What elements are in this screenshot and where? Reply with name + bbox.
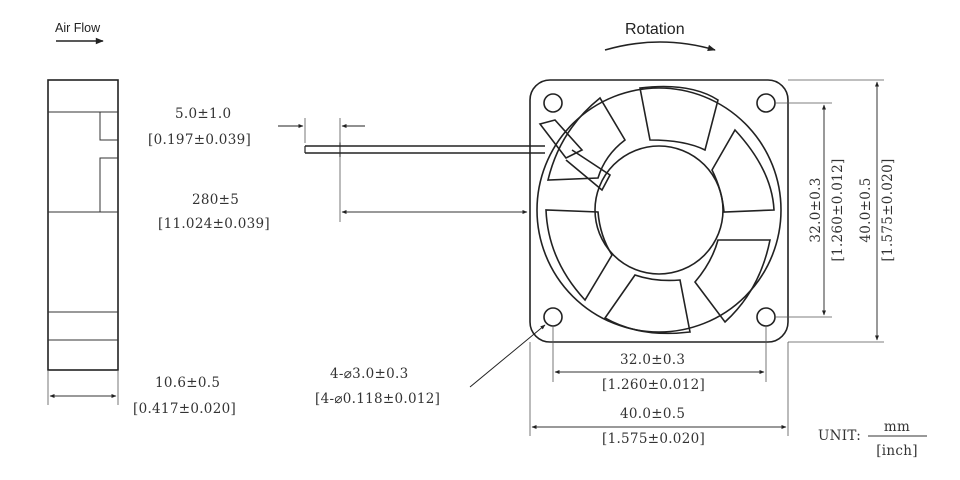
lead-length-inch: [11.024±0.039] [158,216,270,232]
hole-leader [469,324,546,388]
mounting-hole-top-left [543,93,563,113]
lead-strip-mm: 5.0±1.0 [175,106,231,122]
front-right-dimensions [775,79,884,343]
unit-denominator: [inch] [876,443,918,459]
unit-numerator: mm [884,419,910,435]
thickness-mm: 10.6±0.5 [155,375,220,391]
hole-pitch-mm: 32.0±0.3 [620,352,685,368]
mounting-hole-top-right [756,93,776,113]
frame-size-inch: [1.575±0.020] [602,431,705,447]
v-hole-pitch-inch: [1.260±0.012] [830,158,846,261]
rotation-label: Rotation [625,21,685,38]
unit-legend: UNIT: mm [inch] [818,419,927,459]
fan-front-view [529,79,789,343]
air-flow-label: Air Flow [55,21,101,35]
thickness-inch: [0.417±0.020] [133,401,236,417]
lead-length-mm: 280±5 [192,192,239,208]
frame-size-mm: 40.0±0.5 [620,406,685,422]
lead-wires [278,118,545,222]
unit-label: UNIT: [818,428,861,444]
v-frame-size-inch: [1.575±0.020] [880,158,896,261]
rotation-arrow [604,41,716,52]
hole-mm: 4-⌀3.0±0.3 [330,366,409,382]
hole-inch: [4-⌀0.118±0.012] [315,391,440,407]
v-frame-size-mm: 40.0±0.5 [858,177,874,242]
mounting-hole-bottom-left [543,307,563,327]
front-bottom-dimensions [529,326,789,436]
lead-strip-inch: [0.197±0.039] [148,132,251,148]
hole-pitch-inch: [1.260±0.012] [602,377,705,393]
mounting-hole-bottom-right [756,307,776,327]
fan-side-view [47,79,119,405]
v-hole-pitch-mm: 32.0±0.3 [808,177,824,242]
